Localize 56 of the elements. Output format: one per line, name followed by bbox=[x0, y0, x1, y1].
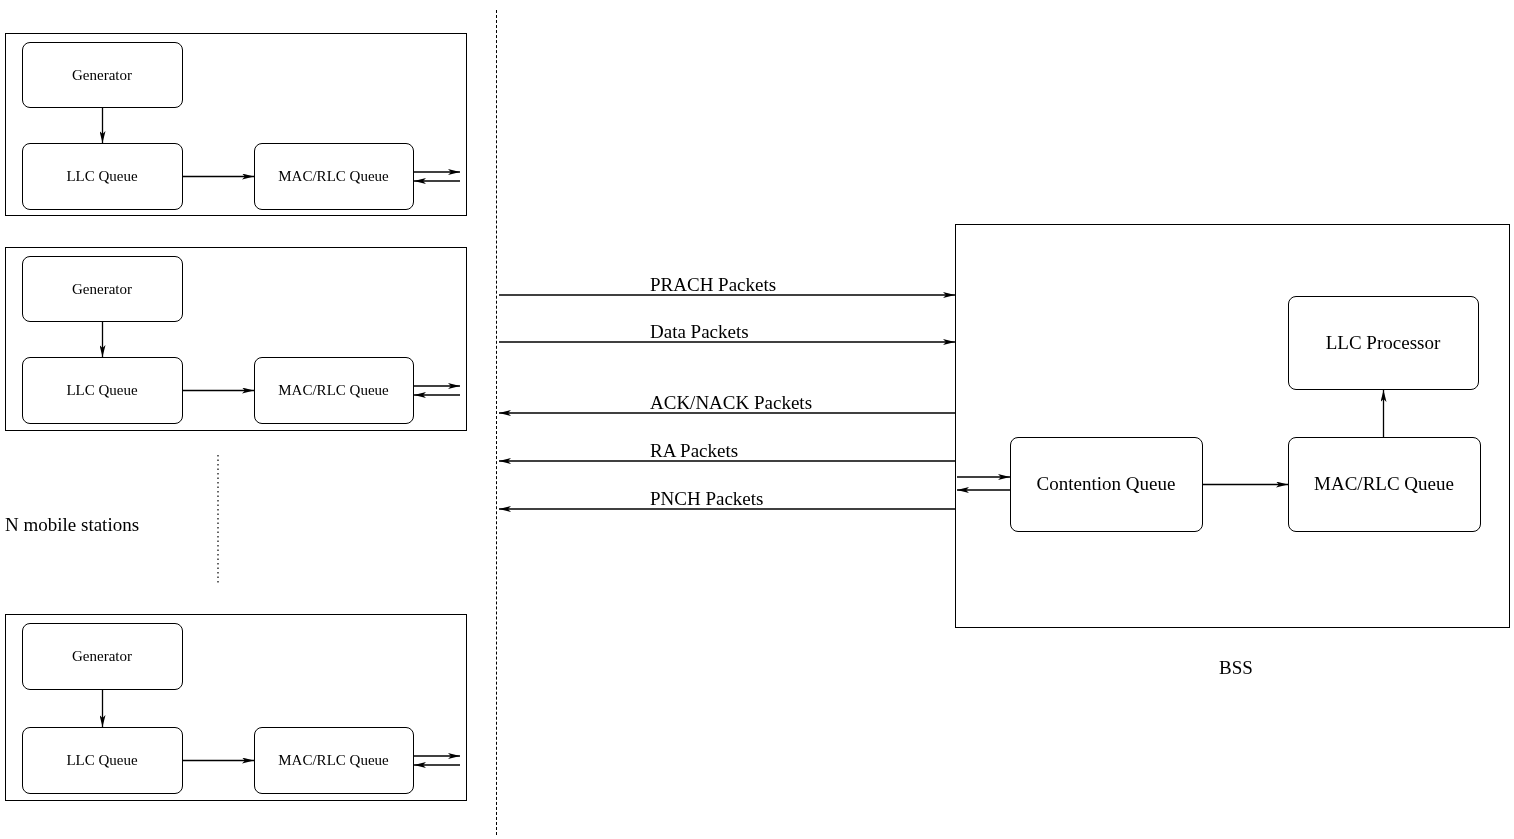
queue-box bbox=[1009, 436, 1203, 532]
process-box bbox=[253, 726, 414, 794]
note-text: N mobile stations bbox=[5, 514, 140, 536]
arrow bbox=[956, 487, 1011, 493]
station-panel bbox=[5, 247, 467, 431]
process-box bbox=[21, 356, 183, 424]
edge-label: ACK/NACK Packets bbox=[648, 393, 815, 412]
box-label: MAC/RLC Queue bbox=[1313, 472, 1455, 497]
box-label: LLC Queue bbox=[66, 381, 138, 399]
process-box bbox=[21, 41, 183, 108]
arrow bbox=[498, 339, 956, 345]
arrow bbox=[182, 173, 255, 180]
panel-title: BSS bbox=[1219, 657, 1253, 679]
box-label: LLC Processor bbox=[1324, 330, 1442, 355]
station-panel bbox=[5, 33, 467, 216]
arrow bbox=[498, 292, 956, 298]
station-panel bbox=[5, 614, 467, 801]
arrow bbox=[413, 392, 461, 398]
separator-line bbox=[496, 10, 499, 835]
process-box bbox=[21, 142, 183, 210]
arrow bbox=[182, 757, 255, 764]
box-label: MAC/RLC Queue bbox=[278, 167, 389, 185]
arrow bbox=[413, 383, 461, 389]
box-label: LLC Queue bbox=[66, 167, 138, 185]
arrow bbox=[1380, 389, 1387, 438]
edge-label: RA Packets bbox=[648, 441, 741, 460]
edge-label: PNCH Packets bbox=[648, 489, 766, 508]
queue-box bbox=[1287, 295, 1479, 390]
arrow bbox=[413, 762, 461, 768]
box-label: Contention Queue bbox=[1035, 472, 1177, 497]
box-label: Generator bbox=[72, 65, 132, 84]
arrow bbox=[1202, 481, 1289, 488]
arrow bbox=[498, 506, 956, 512]
process-box bbox=[21, 726, 183, 794]
process-box bbox=[253, 356, 414, 424]
arrow bbox=[99, 107, 106, 144]
box-label: MAC/RLC Queue bbox=[278, 751, 389, 769]
process-box bbox=[21, 255, 183, 322]
arrow bbox=[182, 387, 255, 394]
arrow bbox=[498, 410, 956, 416]
arrow bbox=[413, 753, 461, 759]
process-box bbox=[253, 142, 414, 210]
arrow bbox=[498, 458, 956, 464]
arrow bbox=[413, 178, 461, 184]
arrow bbox=[956, 474, 1011, 480]
box-label: MAC/RLC Queue bbox=[278, 381, 389, 399]
process-box bbox=[21, 622, 183, 690]
queue-box bbox=[1287, 436, 1481, 532]
box-label: LLC Queue bbox=[66, 751, 138, 769]
box-label: Generator bbox=[72, 279, 132, 298]
box-label: Generator bbox=[72, 647, 132, 665]
edge-label: PRACH Packets bbox=[648, 275, 779, 294]
arrow bbox=[99, 689, 106, 728]
arrow bbox=[99, 321, 106, 358]
edge-label: Data Packets bbox=[648, 322, 751, 341]
arrow bbox=[413, 169, 461, 175]
